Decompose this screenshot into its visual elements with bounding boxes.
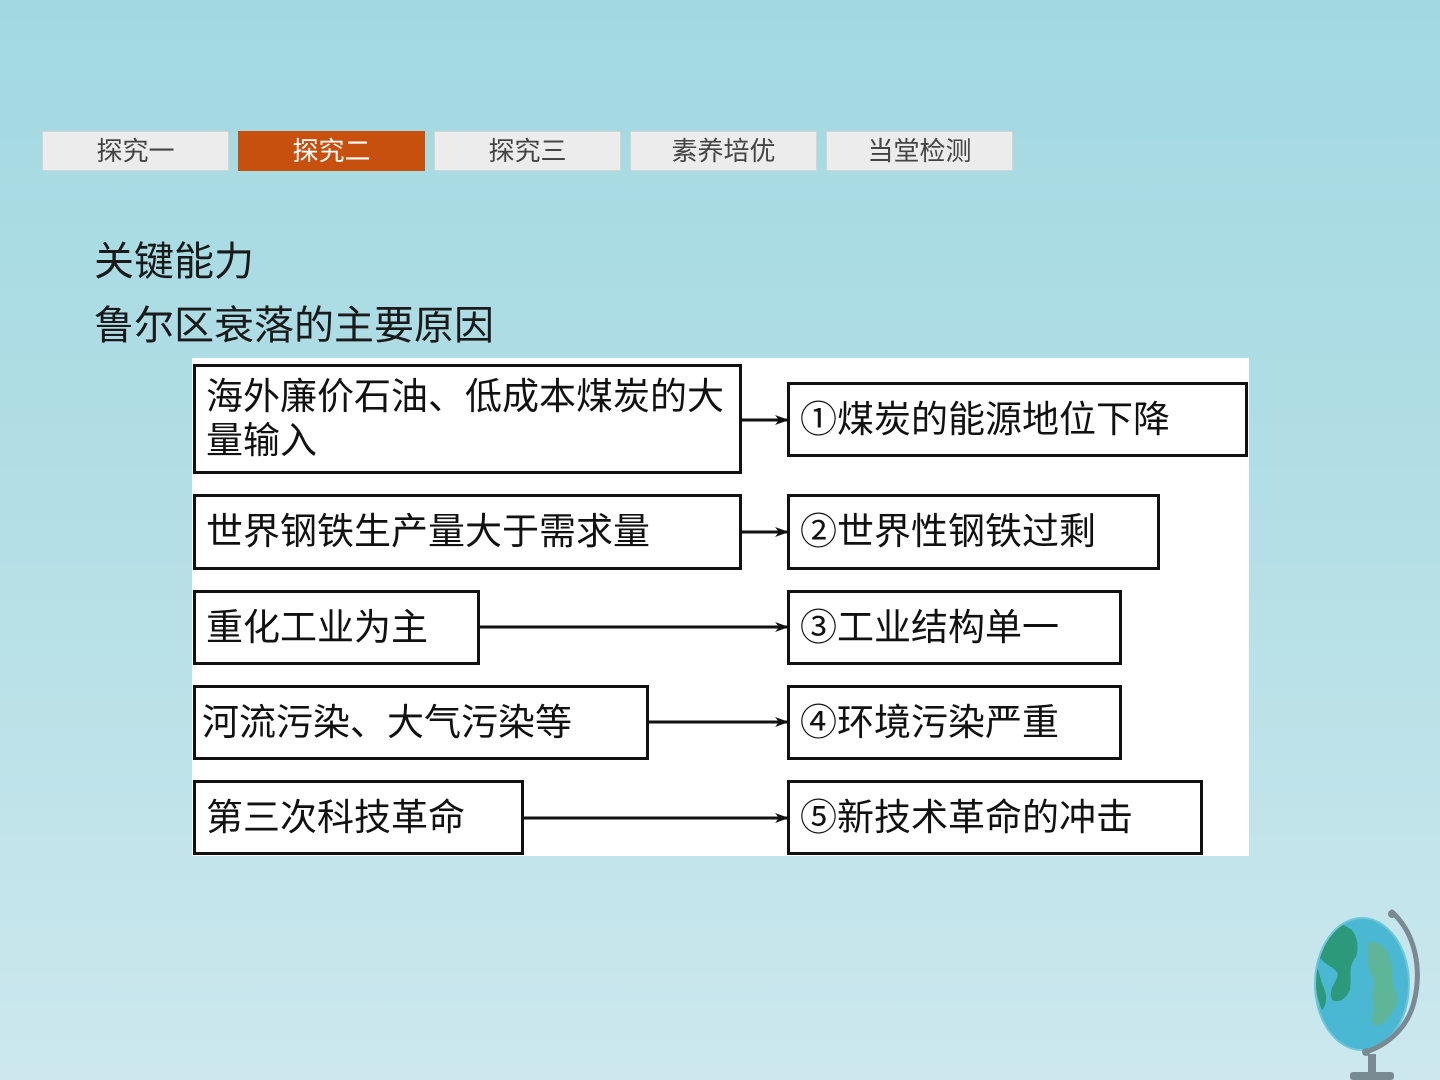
cause-box-4: 河流污染、大气污染等 (193, 685, 649, 760)
effect-box-4: ④环境污染严重 (787, 685, 1122, 760)
effect-box-5: ⑤新技术革命的冲击 (787, 780, 1203, 855)
cause-effect-diagram: 海外廉价石油、低成本煤炭的大量输入 ①煤炭的能源地位下降 世界钢铁生产量大于需求… (192, 358, 1249, 856)
cause-box-2: 世界钢铁生产量大于需求量 (193, 494, 742, 570)
effect-box-2: ②世界性钢铁过剩 (787, 494, 1160, 570)
diagram-title: 鲁尔区衰落的主要原因 (94, 303, 494, 349)
globe-icon (1314, 909, 1420, 1080)
cause-box-3: 重化工业为主 (193, 590, 480, 665)
tab-bar: 探究一 探究二 探究三 素养培优 当堂检测 (42, 131, 1013, 171)
tab-explore-1[interactable]: 探究一 (42, 131, 229, 171)
cause-box-1: 海外廉价石油、低成本煤炭的大量输入 (193, 364, 742, 474)
effect-box-3: ③工业结构单一 (787, 590, 1122, 665)
effect-box-1: ①煤炭的能源地位下降 (787, 382, 1248, 457)
cause-box-5: 第三次科技革命 (193, 780, 524, 855)
tab-explore-3[interactable]: 探究三 (434, 131, 621, 171)
tab-explore-2[interactable]: 探究二 (238, 131, 425, 171)
tab-classroom-test[interactable]: 当堂检测 (826, 131, 1013, 171)
section-title: 关键能力 (94, 239, 254, 285)
tab-literacy[interactable]: 素养培优 (630, 131, 817, 171)
arrow-layer (479, 415, 789, 823)
